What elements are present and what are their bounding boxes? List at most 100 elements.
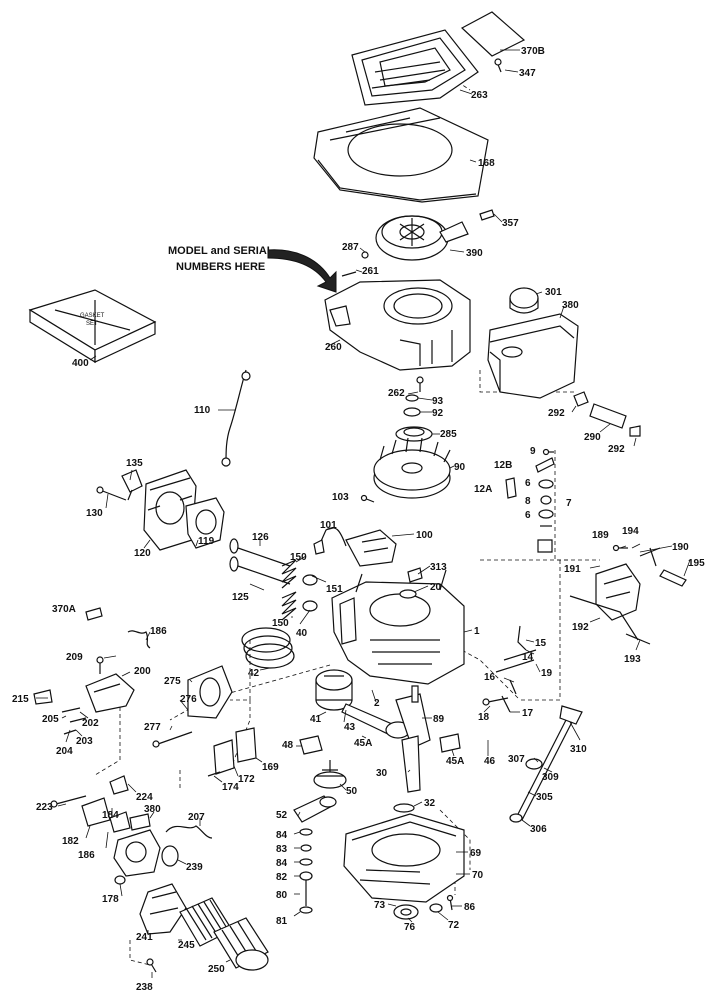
governor-shaft-stack bbox=[299, 828, 313, 914]
part-label: 30 bbox=[376, 768, 388, 779]
model-serial-note: MODEL and SERIAL NUMBERS HERE bbox=[168, 245, 337, 293]
part-label: 224 bbox=[136, 792, 153, 803]
fuel-cap bbox=[509, 287, 539, 314]
part-label: 168 bbox=[478, 158, 495, 169]
part-label: 186 bbox=[150, 626, 167, 637]
part-label: 32 bbox=[424, 798, 436, 809]
part-label: 82 bbox=[276, 872, 288, 883]
piston-rings bbox=[241, 627, 295, 669]
label-sheet bbox=[460, 11, 526, 57]
governor-gear bbox=[299, 735, 347, 789]
part-label: 100 bbox=[416, 530, 433, 541]
part-label: 292 bbox=[608, 444, 625, 455]
part-label: 43 bbox=[344, 722, 356, 733]
part-label: 193 bbox=[624, 654, 641, 665]
part-label: 40 bbox=[296, 628, 308, 639]
part-label: 310 bbox=[570, 744, 587, 755]
part-label: 390 bbox=[466, 248, 483, 259]
part-label: 200 bbox=[134, 666, 151, 677]
air-filter-cover bbox=[213, 917, 269, 971]
part-label: 6 bbox=[525, 478, 531, 489]
small-part bbox=[85, 607, 103, 621]
part-label: 287 bbox=[342, 242, 359, 253]
part-label: 262 bbox=[388, 388, 405, 399]
part-label: 263 bbox=[471, 90, 488, 101]
valve-retainers bbox=[302, 574, 318, 612]
engine-block bbox=[331, 567, 465, 685]
oil-sump bbox=[343, 803, 465, 903]
part-number-labels: 370B 347 263 168 357 287 390 261 301 380… bbox=[12, 46, 705, 993]
part-label: 203 bbox=[76, 736, 93, 747]
part-label: 169 bbox=[262, 762, 279, 773]
part-label: 357 bbox=[502, 218, 519, 229]
part-label: 80 bbox=[276, 890, 288, 901]
part-label: 380 bbox=[562, 300, 579, 311]
part-label: 189 bbox=[592, 530, 609, 541]
part-label: 103 bbox=[332, 492, 349, 503]
part-label: 110 bbox=[194, 405, 211, 416]
part-label: 174 bbox=[222, 782, 239, 793]
air-cleaner-cover bbox=[351, 29, 479, 106]
part-label: 2 bbox=[374, 698, 380, 709]
head-gasket bbox=[185, 497, 225, 549]
part-label: 178 bbox=[102, 894, 119, 905]
part-label: 215 bbox=[12, 694, 29, 705]
part-label: 184 bbox=[102, 810, 119, 821]
part-label: 101 bbox=[320, 520, 337, 531]
part-label: 250 bbox=[208, 964, 225, 975]
part-label: 119 bbox=[198, 536, 215, 547]
part-label: 150 bbox=[290, 552, 307, 563]
link-spring bbox=[127, 630, 151, 649]
part-label: 1 bbox=[474, 626, 480, 637]
part-label: 6 bbox=[525, 510, 531, 521]
part-label: 50 bbox=[346, 786, 358, 797]
part-label: 84 bbox=[276, 858, 288, 869]
part-label: 209 bbox=[66, 652, 83, 663]
engine-shroud bbox=[313, 107, 489, 203]
part-label: 16 bbox=[484, 672, 496, 683]
part-label: 186 bbox=[78, 850, 95, 861]
part-label: 17 bbox=[522, 708, 534, 719]
part-label: 239 bbox=[186, 862, 203, 873]
part-label: 18 bbox=[478, 712, 490, 723]
part-label: 69 bbox=[470, 848, 482, 859]
part-label: 307 bbox=[508, 754, 525, 765]
part-label: 182 bbox=[62, 836, 79, 847]
part-label: 275 bbox=[164, 676, 181, 687]
fuel-tank bbox=[487, 313, 579, 399]
intake-gaskets bbox=[207, 727, 257, 777]
connecting-rod bbox=[341, 703, 461, 753]
part-label: 70 bbox=[472, 870, 484, 881]
part-label: 151 bbox=[326, 584, 343, 595]
part-label: 290 bbox=[584, 432, 601, 443]
screw bbox=[494, 58, 502, 73]
part-label: 42 bbox=[248, 668, 260, 679]
part-label: 205 bbox=[42, 714, 59, 725]
crankshaft bbox=[395, 685, 431, 793]
carb-linkage bbox=[50, 775, 213, 839]
drain-plug-hardware bbox=[393, 894, 454, 920]
muffler bbox=[187, 665, 233, 719]
ignition-armature bbox=[313, 494, 397, 567]
throttle-bracket bbox=[33, 656, 135, 735]
part-label: 120 bbox=[134, 548, 151, 559]
note-line-1: MODEL and SERIAL bbox=[168, 245, 274, 257]
part-label: 125 bbox=[232, 592, 249, 603]
part-label: 306 bbox=[530, 824, 547, 835]
box-line-2: SET bbox=[86, 321, 98, 327]
fuel-line-fittings bbox=[573, 391, 641, 437]
part-label: 19 bbox=[541, 668, 553, 679]
flywheel-hardware bbox=[395, 376, 433, 442]
control-bracket bbox=[569, 544, 687, 645]
part-label: 276 bbox=[180, 694, 197, 705]
part-label: 9 bbox=[530, 446, 536, 457]
part-label: 20 bbox=[430, 582, 442, 593]
blower-housing bbox=[324, 279, 471, 371]
valve-springs bbox=[281, 559, 297, 621]
part-label: 190 bbox=[672, 542, 689, 553]
part-label: 204 bbox=[56, 746, 73, 757]
part-label: 45A bbox=[446, 756, 464, 767]
filter-screw bbox=[146, 958, 157, 973]
part-label: 83 bbox=[276, 844, 288, 855]
